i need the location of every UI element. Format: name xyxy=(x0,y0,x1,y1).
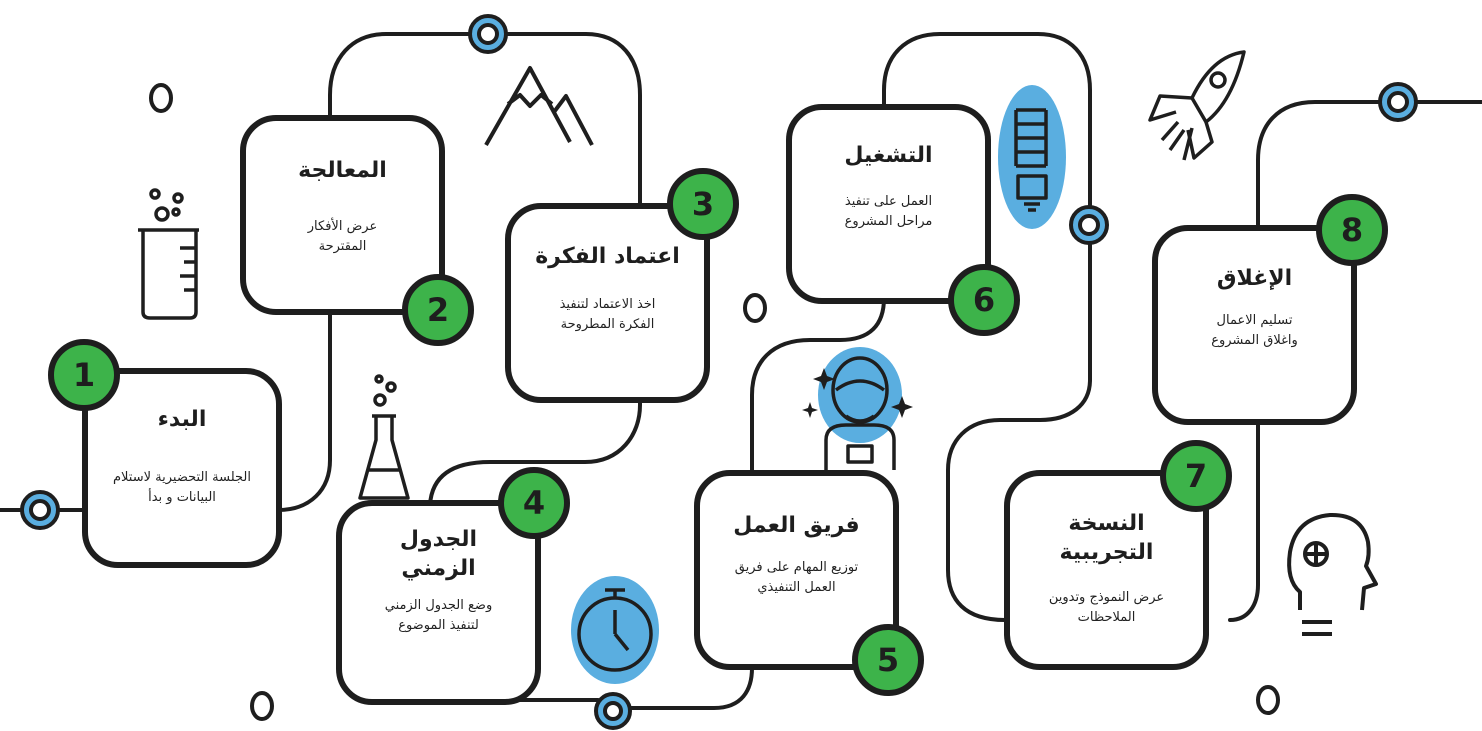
head-profile-icon xyxy=(1287,512,1378,636)
step-title: التشغيل xyxy=(844,143,933,168)
step-description: تسليم الاعمال واغلاق المشروع xyxy=(1211,313,1298,349)
step-description: توزيع المهام على فريق العمل التنفيذي xyxy=(734,560,859,596)
step-card-1: البدء الجلسة التحضيرية لاستلام البيانات … xyxy=(82,368,282,568)
step-title: اعتماد الفكرة xyxy=(535,244,680,269)
decor-ring xyxy=(149,83,173,113)
path-line xyxy=(1228,100,1382,622)
path-line xyxy=(276,32,470,512)
step-badge-1: 1 xyxy=(48,339,120,411)
step-title: فريق العمل xyxy=(733,513,860,538)
step-card-2: المعالجة عرض الأفكار المقترحة xyxy=(240,115,445,315)
path-line xyxy=(882,32,1092,207)
step-card-8: الإغلاق تسليم الاعمال واغلاق المشروع xyxy=(1152,225,1357,425)
beaker-icon xyxy=(138,188,199,320)
step-badge-4: 4 xyxy=(498,467,570,539)
rocket-icon xyxy=(1148,50,1246,161)
step-title: النسخة التجريبية xyxy=(1059,511,1154,565)
connector-node xyxy=(468,14,508,54)
flask-icon xyxy=(358,374,410,500)
step-description: عرض النموذج وتدوين الملاحظات xyxy=(1048,590,1165,626)
lightbulb-icon xyxy=(998,85,1066,229)
connector-node xyxy=(1378,82,1418,122)
step-title: الإغلاق xyxy=(1216,266,1293,291)
decor-ring xyxy=(1256,685,1280,715)
step-card-4: الجدول الزمني وضع الجدول الزمني لتنفيذ ا… xyxy=(336,500,541,705)
path-line xyxy=(628,666,754,710)
stopwatch-icon xyxy=(571,576,659,684)
step-badge-7: 7 xyxy=(1160,440,1232,512)
connector-node xyxy=(1069,205,1109,245)
path-line xyxy=(428,32,642,507)
step-badge-6: 6 xyxy=(948,264,1020,336)
decor-ring xyxy=(743,293,767,323)
path-line xyxy=(946,243,1092,622)
step-badge-3: 3 xyxy=(667,168,739,240)
step-badge-2: 2 xyxy=(402,274,474,346)
step-title: البدء xyxy=(157,407,207,432)
step-description: عرض الأفكار المقترحة xyxy=(307,219,378,255)
step-description: اخذ الاعتماد لتنفيذ الفكرة المطروحة xyxy=(559,297,656,333)
step-description: الجلسة التحضيرية لاستلام البيانات و بدأ xyxy=(113,470,251,506)
step-badge-8: 8 xyxy=(1316,194,1388,266)
path-line xyxy=(750,296,886,477)
step-description: وضع الجدول الزمني لتنفيذ الموضوع xyxy=(384,598,493,634)
step-badge-5: 5 xyxy=(852,624,924,696)
step-title: المعالجة xyxy=(298,158,387,183)
step-card-7: النسخة التجريبية عرض النموذج وتدوين المل… xyxy=(1004,470,1209,670)
step-description: العمل على تنفيذ مراحل المشروع xyxy=(844,194,933,230)
step-card-6: التشغيل العمل على تنفيذ مراحل المشروع xyxy=(786,104,991,304)
mountain-icon xyxy=(484,66,594,146)
connector-node xyxy=(20,490,60,530)
step-card-3: اعتماد الفكرة اخذ الاعتماد لتنفيذ الفكرة… xyxy=(505,203,710,403)
astronaut-icon xyxy=(802,347,913,470)
connector-node xyxy=(594,692,632,730)
decor-ring xyxy=(250,691,274,721)
step-title: الجدول الزمني xyxy=(399,527,478,581)
